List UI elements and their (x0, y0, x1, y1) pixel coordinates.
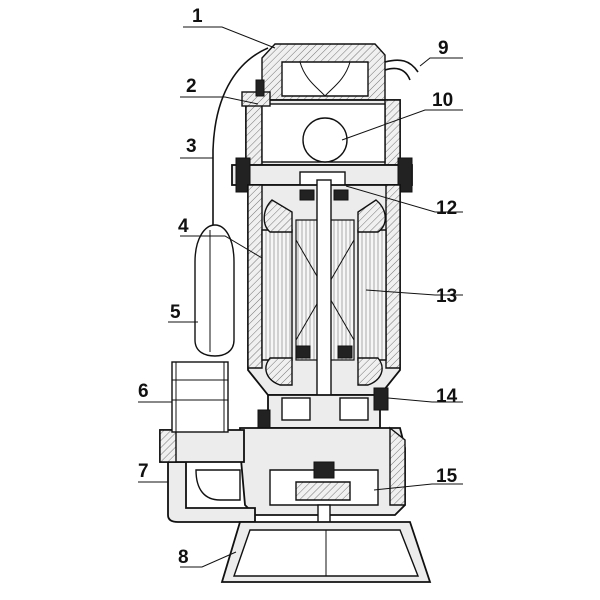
discharge-pipe (159, 361, 256, 523)
callout-7: 7 (138, 461, 149, 482)
callout-labels: 1 2 3 4 5 6 7 8 9 10 12 13 14 15 (138, 6, 458, 568)
callout-12: 12 (436, 198, 457, 219)
stator-winding-right (357, 229, 387, 361)
stator-winding-left (261, 229, 293, 361)
seal-chamber (257, 387, 389, 429)
callout-14: 14 (436, 386, 458, 407)
bearings (295, 189, 353, 359)
pump-volute (239, 426, 406, 526)
callout-10: 10 (432, 90, 453, 111)
callout-8: 8 (178, 547, 189, 568)
power-cable (384, 59, 419, 81)
callout-6: 6 (138, 381, 149, 402)
hose-connector (171, 361, 229, 433)
callout-9: 9 (438, 38, 449, 59)
top-cover (261, 43, 386, 123)
float-cable (212, 47, 269, 225)
callout-5: 5 (170, 302, 181, 323)
callout-3: 3 (186, 136, 197, 157)
callout-2: 2 (186, 76, 197, 97)
float-switch (194, 47, 269, 357)
leader-lines (138, 26, 463, 568)
callout-15: 15 (436, 466, 458, 487)
callout-4: 4 (178, 216, 189, 237)
float-body (194, 224, 235, 357)
callout-1: 1 (192, 6, 203, 27)
base-stand (220, 521, 432, 583)
callout-13: 13 (436, 286, 457, 307)
flange (231, 157, 413, 193)
capacitor (302, 117, 348, 163)
